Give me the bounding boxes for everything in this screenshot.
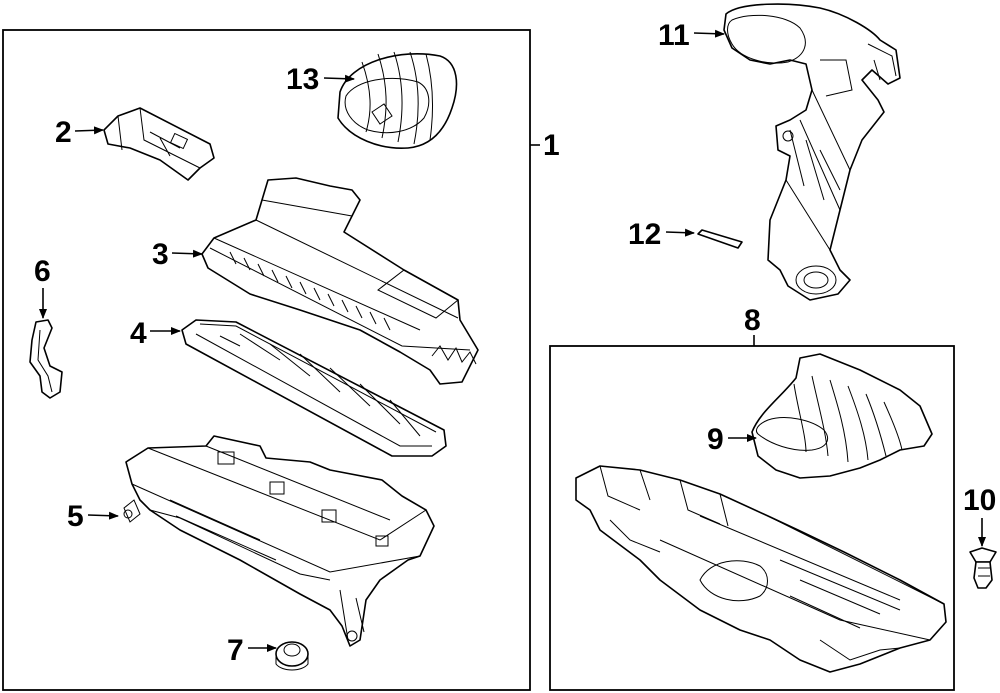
callout-arrow-3: [171, 249, 203, 258]
callout-arrow-11: [693, 29, 725, 38]
callout-arrow-2: [74, 126, 104, 135]
callout-2: 2: [55, 116, 72, 149]
callout-3: 3: [152, 238, 169, 271]
part-2-airflow-sensor: [103, 107, 215, 181]
callout-12: 12: [628, 218, 661, 251]
callout-8: 8: [744, 304, 761, 337]
callout-1: 1: [543, 129, 560, 162]
callout-10: 10: [963, 484, 996, 517]
part-12-pin: [697, 229, 743, 249]
part-5-lower-housing: [123, 435, 435, 647]
part-13-intake-boot: [337, 51, 458, 149]
part-10-push-clip: [969, 547, 997, 589]
part-6-clip: [29, 319, 63, 399]
callout-5: 5: [67, 500, 84, 533]
callout-arrow-12: [665, 228, 695, 237]
part-3-air-cleaner-cover: [201, 177, 479, 385]
callout-7: 7: [227, 634, 244, 667]
callout-9: 9: [707, 423, 724, 456]
part-8-air-duct: [575, 465, 947, 673]
part-11-resonator: [723, 3, 901, 301]
callout-4: 4: [130, 317, 147, 350]
part-7-grommet: [275, 641, 309, 671]
callout-arrow-5: [87, 511, 119, 520]
part-4-air-filter: [181, 319, 447, 457]
assembly-box-8: [549, 345, 955, 691]
callout-arrow-13: [323, 74, 355, 83]
callout-6: 6: [34, 255, 51, 288]
part-9-intake-hose: [751, 353, 933, 479]
callout-13: 13: [286, 63, 319, 96]
callout-11: 11: [658, 19, 690, 52]
assembly-box-1: [2, 29, 531, 691]
